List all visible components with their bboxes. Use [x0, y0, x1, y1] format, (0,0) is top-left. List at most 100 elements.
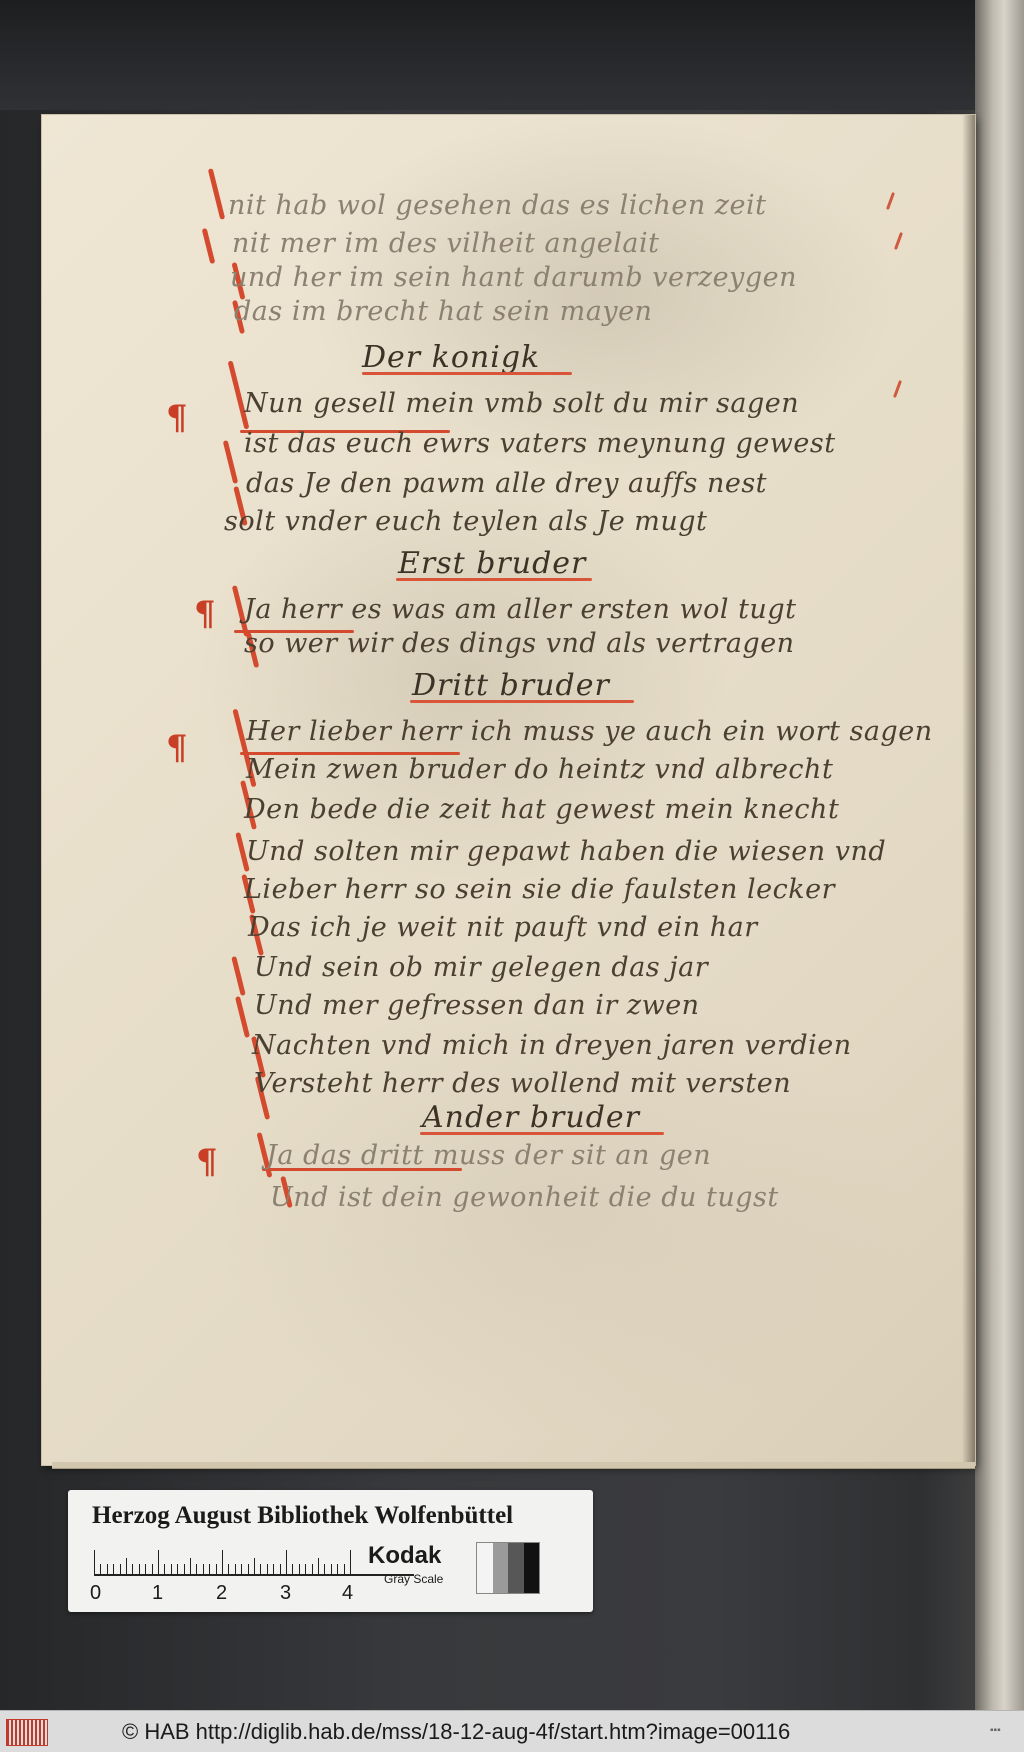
adjacent-page-edge [975, 0, 1024, 1710]
red-initial-bar [262, 1168, 462, 1171]
manuscript-line: Ja herr es was am aller ersten wol tugt [244, 594, 797, 625]
manuscript-line: das Je den pawm alle drey auffs nest [246, 468, 768, 499]
ruler-tick [215, 1564, 217, 1574]
ruler-tick [318, 1558, 319, 1574]
ruler-tick [292, 1564, 294, 1574]
manuscript-line: Nachten vnd mich in dreyen jaren verdien [252, 1030, 852, 1061]
ruler-tick [94, 1550, 95, 1574]
ruler-tick [241, 1564, 243, 1574]
ruler-tick [151, 1564, 153, 1574]
page-bottom-edge [52, 1462, 975, 1469]
ruler-tick [298, 1564, 300, 1574]
manuscript-line: nit hab wol gesehen das es lichen zeit [228, 190, 767, 221]
manuscript-line: Versteht herr des wollend mit versten [254, 1068, 792, 1099]
ruler-tick [113, 1564, 115, 1574]
ruler-tick [330, 1564, 332, 1574]
ruler-number: 2 [216, 1582, 228, 1604]
manuscript-line: Lieber herr so sein sie die faulsten lec… [244, 874, 835, 905]
ruler-tick [343, 1564, 345, 1574]
ruler-tick [119, 1564, 121, 1574]
manuscript-line: Ja das dritt muss der sit an gen [266, 1140, 712, 1171]
manuscript-line: Das ich je weit nit pauft vnd ein har [248, 912, 758, 943]
manuscript-line: Mein zwen bruder do heintz vnd albrecht [246, 754, 834, 785]
color-calibration-card: Herzog August Bibliothek Wolfenbüttel 0 … [68, 1490, 593, 1612]
heading-underline [362, 372, 572, 375]
hab-logo-icon [6, 1719, 48, 1746]
heading-underline [396, 578, 592, 581]
footer-bar: © HAB http://diglib.hab.de/mss/18-12-aug… [0, 1710, 1024, 1752]
ruler-tick [286, 1550, 287, 1574]
ruler-tick [132, 1564, 134, 1574]
ruler-tick [279, 1564, 281, 1574]
manuscript-page [42, 115, 975, 1465]
ruler-tick [100, 1564, 102, 1574]
paragraph-mark: ¶ [166, 398, 188, 438]
gray-patch [492, 1543, 508, 1593]
manuscript-line: das im brecht hat sein mayen [234, 296, 653, 327]
red-initial-bar [240, 752, 460, 755]
manuscript-line: Und solten mir gepawt haben die wiesen v… [246, 836, 887, 867]
institution-name: Herzog August Bibliothek Wolfenbüttel [92, 1502, 514, 1529]
ruler-tick [209, 1564, 211, 1574]
ruler-tick [234, 1564, 236, 1574]
heading-underline [420, 1132, 664, 1135]
ruler-tick [177, 1564, 179, 1574]
ruler-tick [164, 1564, 166, 1574]
section-heading: Erst bruder [398, 546, 587, 581]
ruler-number: 0 [90, 1582, 102, 1604]
paragraph-mark: ¶ [194, 594, 216, 634]
ruler-tick [266, 1564, 268, 1574]
board-top-shadow [0, 0, 1024, 110]
ruler-tick [196, 1564, 198, 1574]
manuscript-line: Her lieber herr ich muss ye auch ein wor… [246, 716, 933, 747]
ruler-tick [106, 1564, 108, 1574]
ruler-tick [222, 1550, 223, 1574]
manuscript-line: und her im sein hant darumb verzeygen [230, 262, 797, 293]
manuscript-line: Und ist dein gewonheit die du tugst [270, 1182, 779, 1213]
gray-patch [508, 1543, 524, 1593]
manuscript-line: ist das euch ewrs vaters meynung gewest [244, 428, 836, 459]
ruler-tick [158, 1550, 159, 1574]
ruler-tick [228, 1564, 230, 1574]
ruler-tick [202, 1564, 204, 1574]
ruler-number: 1 [152, 1582, 164, 1604]
centimeter-ruler [94, 1548, 414, 1576]
ruler-tick [126, 1558, 127, 1574]
gray-patch [523, 1543, 539, 1593]
manuscript-line: Und mer gefressen dan ir zwen [254, 990, 700, 1021]
ruler-number: 3 [280, 1582, 292, 1604]
manuscript-line: nit mer im des vilheit angelait [232, 228, 660, 259]
heading-underline [410, 700, 634, 703]
ruler-tick [273, 1564, 275, 1574]
footer-dots: ▪▪▪ [990, 1725, 1001, 1736]
ruler-tick [170, 1564, 172, 1574]
red-initial-bar [234, 630, 354, 633]
ruler-tick [337, 1564, 339, 1574]
ruler-tick [311, 1564, 313, 1574]
ruler-tick [305, 1564, 307, 1574]
kodak-logo: Kodak [368, 1542, 442, 1569]
footer-credit-link[interactable]: © HAB http://diglib.hab.de/mss/18-12-aug… [122, 1719, 791, 1744]
section-heading: Dritt bruder [412, 668, 610, 703]
gray-scale-label: Gray Scale [384, 1572, 444, 1586]
manuscript-line: solt vnder euch teylen als Je mugt [224, 506, 708, 537]
ruler-tick [183, 1564, 185, 1574]
gray-scale-patches [476, 1542, 540, 1594]
section-heading: Ander bruder [422, 1100, 640, 1135]
gray-patch [477, 1543, 493, 1593]
red-initial-bar [240, 430, 450, 433]
ruler-tick [138, 1564, 140, 1574]
manuscript-line: Und sein ob mir gelegen das jar [254, 952, 709, 983]
paragraph-mark: ¶ [196, 1142, 218, 1182]
page-fold-shadow [962, 115, 975, 1465]
ruler-tick [350, 1550, 351, 1574]
manuscript-line: Nun gesell mein vmb solt du mir sagen [244, 388, 800, 419]
ruler-tick [260, 1564, 262, 1574]
ruler-tick [145, 1564, 147, 1574]
ruler-tick [190, 1558, 191, 1574]
manuscript-line: so wer wir des dings vnd als vertragen [244, 628, 795, 659]
section-heading: Der konigk [362, 340, 541, 375]
ruler-number: 4 [342, 1582, 354, 1604]
ruler-tick [254, 1558, 255, 1574]
manuscript-line: Den bede die zeit hat gewest mein knecht [244, 794, 840, 825]
